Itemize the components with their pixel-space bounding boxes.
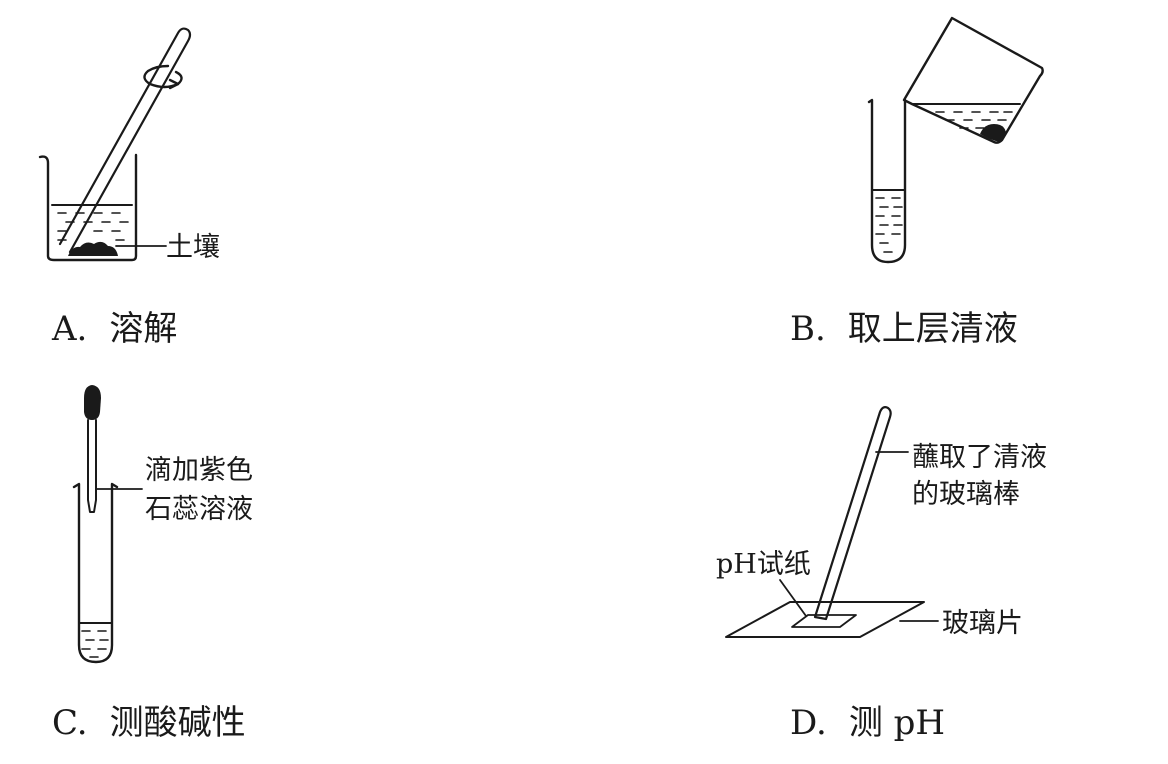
ph-paper bbox=[791, 614, 857, 628]
stir-arrow bbox=[143, 64, 183, 89]
panel-d bbox=[725, 406, 939, 638]
caption-a: A. 溶解 bbox=[51, 309, 177, 349]
soil-label: 土壤 bbox=[166, 232, 220, 263]
rod-label-line1: 蘸取了清液 bbox=[912, 442, 1047, 473]
dropper-tube bbox=[87, 419, 97, 513]
ph-glass-rod bbox=[813, 406, 892, 621]
caption-b: B. 取上层清液 bbox=[790, 309, 1018, 349]
rod-label-line2: 的玻璃棒 bbox=[912, 479, 1020, 510]
glass-rod bbox=[58, 27, 192, 254]
caption-d-text: 测 pH bbox=[849, 703, 945, 743]
dropper-bulb bbox=[84, 385, 101, 420]
caption-c-text: 测酸碱性 bbox=[110, 703, 246, 743]
caption-a-letter: A. bbox=[51, 309, 87, 349]
beaker-liquid-dashes bbox=[935, 111, 1013, 129]
tilted-beaker bbox=[902, 16, 1044, 144]
caption-d-letter: D. bbox=[790, 703, 827, 743]
caption-a-text: 溶解 bbox=[109, 309, 177, 349]
paper-leader bbox=[779, 579, 807, 617]
dropper-label-line2: 石蕊溶液 bbox=[145, 494, 253, 525]
beaker-sediment bbox=[980, 124, 1006, 142]
caption-c: C. 测酸碱性 bbox=[52, 703, 246, 743]
caption-b-letter: B. bbox=[790, 309, 826, 349]
caption-c-letter: C. bbox=[52, 703, 88, 743]
panel-b bbox=[867, 16, 1044, 264]
panel-a bbox=[38, 27, 192, 262]
caption-d: D. 测 pH bbox=[790, 703, 945, 743]
dropper-label-line1: 滴加紫色 bbox=[145, 455, 253, 486]
ph-paper-label: pH试纸 bbox=[716, 549, 811, 580]
glass-slide bbox=[725, 601, 925, 638]
test-tube-c bbox=[72, 482, 119, 664]
beaker bbox=[38, 153, 138, 262]
caption-b-text: 取上层清液 bbox=[848, 309, 1018, 349]
glass-slide-label: 玻璃片 bbox=[942, 608, 1023, 639]
soil-sediment bbox=[68, 241, 118, 256]
test-tube bbox=[867, 98, 907, 264]
panel-c bbox=[72, 385, 143, 664]
